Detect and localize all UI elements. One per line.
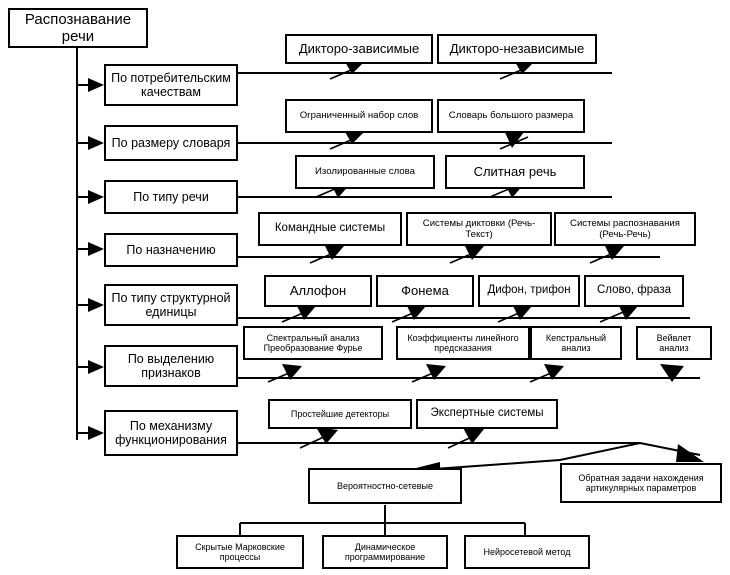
node-label: Фонема: [401, 282, 449, 298]
node-label: Системы диктовки (Речь-Текст): [422, 217, 536, 240]
node-speaker-independent[interactable]: Дикторо-независимые: [437, 34, 597, 64]
node-label: Спектральный анализ Преобразование Фурье: [263, 332, 363, 353]
node-label: Дикторо-независимые: [449, 40, 585, 56]
node-label: Изолированные слова: [315, 166, 415, 178]
node-limited-vocabulary[interactable]: Ограниченный набор слов: [285, 99, 433, 133]
criterion-label: По типу структурной единицы: [111, 290, 231, 319]
node-label: Системы распознавания (Речь-Речь): [570, 217, 680, 240]
criterion-label: По потребительским качествам: [111, 70, 231, 99]
node-label: Дифон, трифон: [487, 284, 571, 297]
node-command-systems[interactable]: Командные системы: [258, 212, 402, 246]
node-label: Кепстральный анализ: [545, 332, 607, 353]
node-label: Простейшие детекторы: [290, 408, 390, 419]
criterion-label: По типу речи: [133, 189, 209, 204]
node-label: Нейросетевой метод: [483, 546, 571, 557]
node-label: Коэффициенты линейного предсказания: [407, 332, 519, 353]
node-isolated-words[interactable]: Изолированные слова: [295, 155, 435, 189]
root-node[interactable]: Распознавание речи: [8, 8, 148, 48]
node-neural-network-method[interactable]: Нейросетевой метод: [464, 535, 590, 569]
node-wavelet-analysis[interactable]: Вейвлет анализ: [636, 326, 712, 360]
node-continuous-speech[interactable]: Слитная речь: [445, 155, 585, 189]
node-dictation-systems[interactable]: Системы диктовки (Речь-Текст): [406, 212, 552, 246]
node-recognition-systems[interactable]: Системы распознавания (Речь-Речь): [554, 212, 696, 246]
node-label: Экспертные системы: [430, 407, 544, 420]
node-allophone[interactable]: Аллофон: [264, 275, 372, 307]
node-dynamic-programming[interactable]: Динамическое программирование: [322, 535, 448, 569]
criterion-structural-unit[interactable]: По типу структурной единицы: [104, 284, 238, 326]
root-label: Распознавание речи: [24, 10, 132, 45]
criterion-label: По размеру словаря: [111, 135, 231, 150]
node-label: Словарь большого размера: [448, 110, 574, 122]
node-probabilistic-network[interactable]: Вероятностно-сетевые: [308, 468, 462, 504]
criterion-label: По выделению признаков: [127, 351, 215, 380]
criterion-label: По назначению: [126, 242, 216, 257]
node-linear-prediction-coefficients[interactable]: Коэффициенты линейного предсказания: [396, 326, 530, 360]
node-cepstral-analysis[interactable]: Кепстральный анализ: [530, 326, 622, 360]
node-hidden-markov-processes[interactable]: Скрытые Марковские процессы: [176, 535, 304, 569]
criterion-vocabulary[interactable]: По размеру словаря: [104, 125, 238, 161]
node-label: Вероятностно-сетевые: [336, 480, 434, 491]
criterion-speech-type[interactable]: По типу речи: [104, 180, 238, 214]
node-label: Слитная речь: [473, 163, 557, 179]
node-label: Аллофон: [289, 282, 347, 298]
node-expert-systems[interactable]: Экспертные системы: [416, 399, 558, 429]
node-label: Слово, фраза: [596, 284, 672, 297]
criterion-purpose[interactable]: По назначению: [104, 233, 238, 267]
node-large-vocabulary[interactable]: Словарь большого размера: [437, 99, 585, 133]
node-label: Динамическое программирование: [344, 541, 426, 562]
node-label: Вейвлет анализ: [656, 332, 692, 353]
criterion-consumer[interactable]: По потребительским качествам: [104, 64, 238, 106]
node-spectral-analysis-fourier[interactable]: Спектральный анализ Преобразование Фурье: [243, 326, 383, 360]
node-label: Дикторо-зависимые: [298, 40, 420, 56]
node-label: Скрытые Марковские процессы: [195, 541, 285, 562]
node-word-phrase[interactable]: Слово, фраза: [584, 275, 684, 307]
node-diphone-triphone[interactable]: Дифон, трифон: [478, 275, 580, 307]
criterion-mechanism[interactable]: По механизму функционирования: [104, 410, 238, 456]
node-speaker-dependent[interactable]: Дикторо-зависимые: [285, 34, 433, 64]
criterion-label: По механизму функционирования: [115, 418, 227, 447]
node-label: Ограниченный набор слов: [299, 110, 419, 122]
node-simple-detectors[interactable]: Простейшие детекторы: [268, 399, 412, 429]
criterion-feature-extraction[interactable]: По выделению признаков: [104, 345, 238, 387]
node-label: Обратная задачи нахождения артикулярных …: [578, 472, 704, 493]
node-label: Командные системы: [274, 222, 386, 235]
node-phoneme[interactable]: Фонема: [376, 275, 474, 307]
node-inverse-articulatory-task[interactable]: Обратная задачи нахождения артикулярных …: [560, 463, 722, 503]
